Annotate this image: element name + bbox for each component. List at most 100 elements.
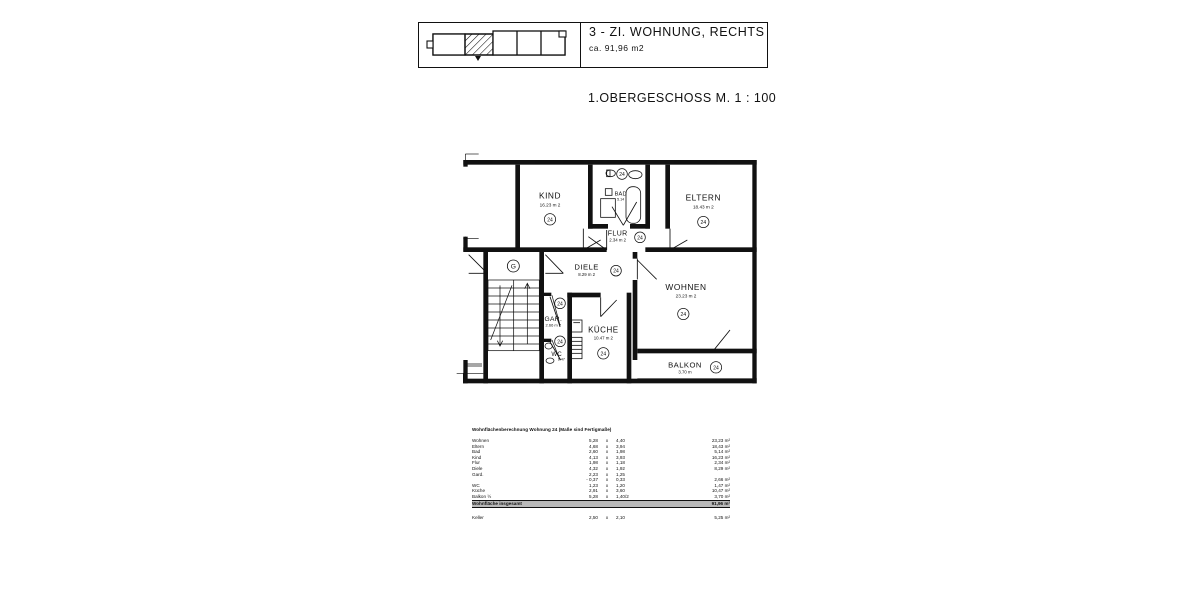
room-area-balkon: 3.70 m <box>678 369 692 374</box>
area-row-width: 4,32 <box>589 465 598 471</box>
area-row-name: Wohnen <box>472 438 490 443</box>
area-table-header: Wohnflächenberechnung Wohnung 24 (Maße s… <box>472 427 612 432</box>
plan-walls <box>463 160 757 384</box>
area-row-height: 1,18 <box>616 460 625 466</box>
floor-plan: KIND 16.23 m 2 24 BAD 5.14 24 ELTERN 18.… <box>450 140 762 396</box>
room-label-balkon: BALKON <box>668 360 702 369</box>
area-row-width: 1,23 <box>589 482 598 488</box>
room-marker-eltern: 24 <box>701 220 707 226</box>
area-row-multiply: x <box>605 438 609 443</box>
wc-fixtures <box>544 295 561 364</box>
room-marker-diele: 24 <box>613 269 619 275</box>
room-marker-circle-wohnen <box>677 307 690 321</box>
key-diagram-cell <box>419 23 581 67</box>
room-marker-circle-gar <box>554 297 566 310</box>
bath-fixtures <box>600 169 643 224</box>
area-row-height: 3,60 <box>616 488 625 494</box>
room-area-wohnen: 23.23 m 2 <box>676 293 697 298</box>
room-label-kind: KIND <box>539 191 561 201</box>
staircase <box>487 279 540 352</box>
area-row-area: 3,70 m² <box>714 493 730 499</box>
area-row-area: 18,43 m² <box>711 443 730 449</box>
area-row-multiply: x <box>605 454 609 460</box>
area-extra-name: Keller <box>472 515 484 521</box>
area-row-multiply: x <box>605 482 609 488</box>
area-extra-height: 2,10 <box>616 515 625 521</box>
area-row-name: Eltern <box>472 443 485 449</box>
area-row-width: - 0,37 <box>586 477 598 483</box>
area-row-multiply: x <box>605 465 609 471</box>
area-row-area: 2,34 m² <box>714 460 730 466</box>
area-row-multiply: x <box>605 488 609 494</box>
area-row-height: 1,20 <box>616 482 625 488</box>
area-row-height: 3,93 <box>616 454 625 460</box>
area-extra-multiply: x <box>605 515 609 521</box>
room-marker-wc: 24 <box>557 339 563 345</box>
room-marker-circle-eltern <box>697 215 710 229</box>
room-label-kueche: KÜCHE <box>588 326 619 335</box>
area-spacer-row <box>472 508 730 516</box>
area-row-height: 4,40 <box>616 438 625 443</box>
area-extra-area: 5,25 m² <box>714 515 730 521</box>
room-label-wc: WC <box>551 352 562 358</box>
room-marker-circle-flur <box>634 231 646 244</box>
table-row: WC 1,23 x 1,20 1,47 m² <box>472 483 730 489</box>
area-row-multiply: x <box>605 443 609 449</box>
area-total-label: Wohnfläche insgesamt <box>472 499 656 509</box>
room-label-wohnen: WOHNEN <box>665 282 706 292</box>
title-text-cell: 3 - ZI. WOHNUNG, RECHTS ca. 91,96 m2 <box>581 23 767 67</box>
area-row-height: 1,98 <box>616 449 625 455</box>
room-marker-flur: 24 <box>637 235 643 241</box>
area-row-height: 1,40/2 <box>616 493 629 499</box>
area-row-height: 0,33 <box>616 477 625 483</box>
area-row-width: 5,28 <box>589 493 598 499</box>
area-row-area: 10,47 m² <box>711 488 730 494</box>
area-spacer-cell <box>472 508 730 516</box>
area-row-width: 2,91 <box>589 488 598 494</box>
area-row-name: Gard. <box>472 471 484 477</box>
room-area-kind: 16.23 m 2 <box>540 203 561 208</box>
room-marker-circle-kueche <box>597 347 610 360</box>
building-key-diagram <box>426 30 567 61</box>
floor-scale-label: 1.OBERGESCHOSS M. 1 : 100 <box>588 91 777 105</box>
area-row-name: Flur <box>472 460 480 466</box>
room-marker-circle-bad <box>616 168 628 180</box>
room-marker-circle-wc <box>554 335 566 348</box>
room-marker-balkon: 24 <box>713 365 719 371</box>
area-row-width: 4,68 <box>589 443 598 449</box>
room-marker-circle-balkon <box>709 361 723 374</box>
area-row-name: Bad <box>472 449 481 455</box>
area-row-width: 1,98 <box>589 460 598 466</box>
area-row-width: 5,28 <box>589 438 598 443</box>
area-row-name: WC <box>472 482 480 488</box>
room-area-wc: 1.47 <box>558 358 565 362</box>
area-row-height: 3,94 <box>616 443 625 449</box>
area-row-area: 2,66 m² <box>714 477 730 483</box>
area-row-width: 2,60 <box>589 449 598 455</box>
plan-thin-lines <box>456 153 757 384</box>
area-row-width: 2,23 <box>589 471 598 477</box>
room-area-bad: 5.14 <box>617 198 624 202</box>
area-table-body: Wohnen 5,28 x 4,40 23,23 m² Eltern 4,68 x 3,94 18… <box>472 438 730 521</box>
area-row-name: Diele <box>472 465 483 471</box>
area-row-name: Kind <box>472 454 482 460</box>
title-main: 3 - ZI. WOHNUNG, RECHTS <box>589 25 765 39</box>
area-row-multiply: x <box>605 449 609 455</box>
room-marker-gar: 24 <box>557 301 563 307</box>
area-extra-width: 2,50 <box>589 515 598 521</box>
room-marker-kueche: 24 <box>601 351 607 357</box>
area-row-area: 23,23 m² <box>711 438 730 443</box>
area-row-multiply: x <box>605 493 609 499</box>
room-marker-circle-diele <box>610 264 622 277</box>
area-row-area: 1,47 m² <box>714 482 730 488</box>
room-marker-kind: 24 <box>547 217 553 223</box>
title-subtitle-area: ca. 91,96 m2 <box>589 43 645 53</box>
room-label-flur: FLUR <box>608 231 628 238</box>
